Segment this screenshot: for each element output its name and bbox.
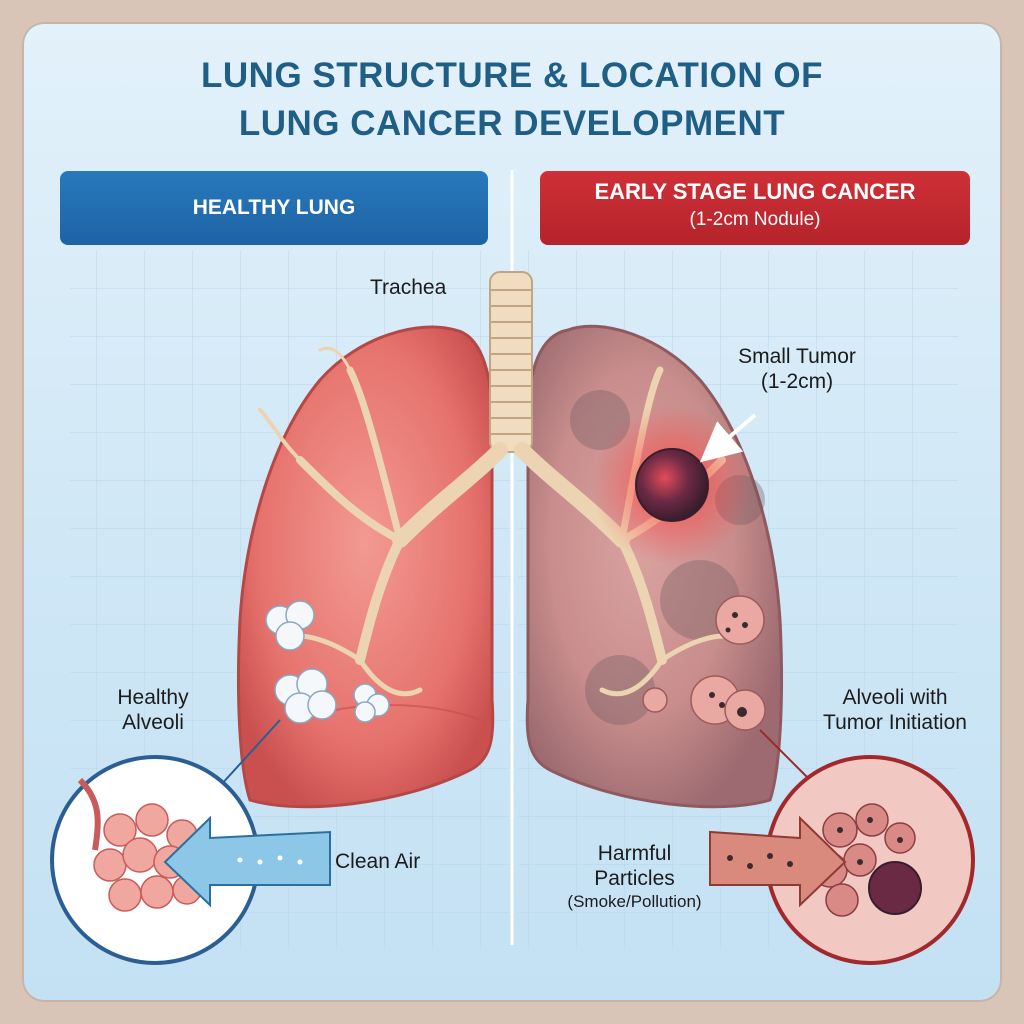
label-harmful-line-2: Particles: [594, 866, 675, 890]
cancer-callout-line: [759, 729, 811, 781]
clean-air-arrow: [163, 815, 331, 908]
label-small-tumor: Small Tumor (1-2cm): [732, 345, 862, 395]
label-harmful-line-1: Harmful: [597, 842, 672, 865]
label-healthy-alveoli-line-2: Alveoli: [122, 710, 184, 734]
healthy-alveoli-callout: [50, 755, 260, 965]
tumor-nodule: [592, 405, 752, 565]
tumor-arrow: [699, 413, 757, 463]
label-trachea: Trachea: [370, 276, 447, 299]
label-alveoli-tumor-line-1: Alveoli with: [842, 686, 948, 709]
page-title-line-2: LUNG CANCER DEVELOPMENT: [238, 104, 786, 143]
cancer-header-subtitle: (1-2cm Nodule): [689, 209, 821, 230]
cancer-header-title: EARLY STAGE LUNG CANCER: [594, 179, 916, 204]
label-small-tumor-line-1: Small Tumor: [738, 345, 856, 368]
label-harmful-line-3: (Smoke/Pollution): [567, 891, 702, 911]
page-title-line-1: LUNG STRUCTURE & LOCATION OF: [201, 56, 823, 95]
label-healthy-alveoli-line-1: Healthy: [117, 686, 189, 709]
label-alveoli-tumor-initiation: Alveoli with Tumor Initiation: [800, 686, 990, 736]
label-small-tumor-line-2: (1-2cm): [760, 369, 834, 393]
healthy-alveoli-clusters: [265, 600, 390, 724]
label-harmful-particles: Harmful Particles (Smoke/Pollution): [532, 842, 737, 912]
label-alveoli-tumor-line-2: Tumor Initiation: [823, 710, 967, 734]
harmful-particles-arrow: [709, 815, 847, 908]
label-healthy-alveoli: Healthy Alveoli: [98, 686, 208, 736]
trachea: [489, 271, 533, 453]
label-clean-air: Clean Air: [335, 850, 421, 873]
cancer-header: EARLY STAGE LUNG CANCER (1-2cm Nodule): [540, 171, 970, 245]
healthy-lung-header: HEALTHY LUNG: [60, 171, 488, 245]
bronchi-left: [258, 346, 508, 697]
